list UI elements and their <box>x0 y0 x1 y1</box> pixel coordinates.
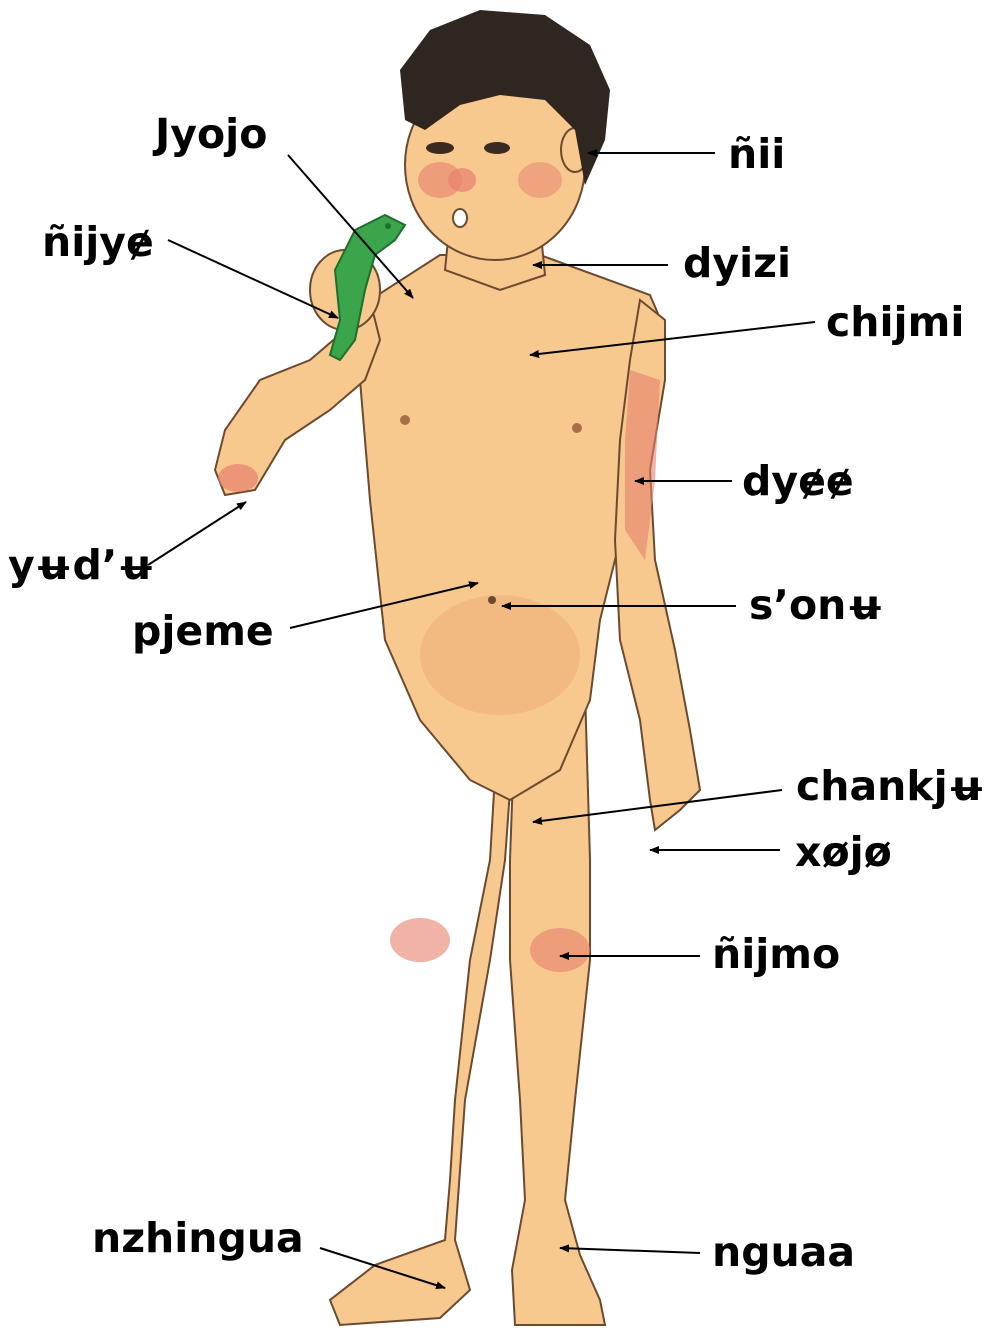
leader-jyojo <box>288 155 413 298</box>
label-nguaa: nguaa <box>712 1232 855 1273</box>
label-chijmi: chijmi <box>826 302 964 343</box>
label-xojo: xøjø <box>795 832 892 873</box>
label-nii: ñii <box>728 134 785 175</box>
label-nzhingua: nzhingua <box>92 1218 304 1259</box>
leader-pjeme <box>290 583 478 628</box>
leader-yudu <box>148 502 246 565</box>
leader-chijmi <box>530 322 815 355</box>
leader-nzhingua <box>320 1248 445 1288</box>
label-chankju: chankjʉ <box>796 766 985 807</box>
label-nijye: ñijyɇ <box>42 222 154 263</box>
leader-chankju <box>533 790 782 822</box>
label-yudu: yʉd’ʉ <box>8 545 155 586</box>
label-nijmo: ñijmo <box>712 934 840 975</box>
label-pjeme: pjeme <box>132 611 274 652</box>
label-sonu: s’onʉ <box>749 585 884 626</box>
label-dyizi: dyizi <box>683 243 791 284</box>
label-jyojo: Jyojo <box>155 114 267 155</box>
label-dyee: dyɇɇ <box>742 461 854 502</box>
leader-nijye <box>168 240 338 318</box>
leader-nguaa <box>560 1248 700 1253</box>
